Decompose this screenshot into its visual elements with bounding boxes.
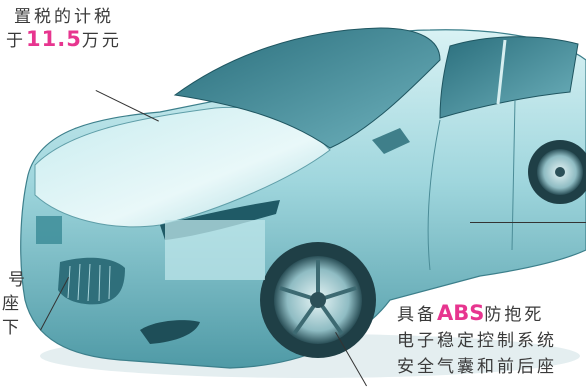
- car-window-pillar: [496, 39, 507, 105]
- car-rear-hub: [555, 167, 565, 177]
- car-grille-bars: [67, 263, 111, 302]
- left-callout-line3: 下: [2, 318, 22, 338]
- tax-callout: 置税的计税 于11.5万元: [6, 6, 119, 52]
- leader-line-door: [470, 222, 586, 223]
- car-side-window: [439, 36, 579, 119]
- car-fog-light: [140, 320, 200, 344]
- safety-callout: 具备ABS防抱死 电子稳定控制系统 安全气囊和前后座: [397, 300, 557, 380]
- left-callout-line1: 号: [8, 270, 28, 290]
- tax-amount-highlight: 11.5: [26, 27, 82, 51]
- tax-callout-line1: 置税的计税: [14, 7, 114, 27]
- tax-callout-suffix: 万元: [81, 31, 122, 51]
- tax-callout-prefix: 于: [6, 31, 26, 51]
- safety-callout-prefix: 具备: [397, 305, 437, 325]
- left-callout: 号 座 下: [2, 268, 28, 340]
- safety-callout-line3: 安全气囊和前后座: [397, 357, 557, 377]
- car-door-line-rear: [511, 99, 516, 251]
- safety-callout-suffix: 防抱死: [484, 305, 545, 325]
- car-mask-patch: [165, 220, 265, 280]
- car-windshield: [173, 27, 441, 149]
- car-door-line: [427, 119, 441, 271]
- safety-callout-line2: 电子稳定控制系统: [397, 331, 557, 351]
- car-side-mirror: [372, 128, 410, 154]
- car-grille: [58, 257, 125, 305]
- car-logo-placeholder: [36, 216, 62, 244]
- tax-callout-line2: 于11.5万元: [6, 27, 119, 52]
- car-front-hub: [310, 292, 326, 308]
- safety-callout-line1: 具备ABS防抱死: [397, 300, 557, 328]
- car-hood: [34, 106, 331, 228]
- abs-highlight: ABS: [437, 301, 485, 325]
- left-callout-line2: 座: [2, 294, 22, 314]
